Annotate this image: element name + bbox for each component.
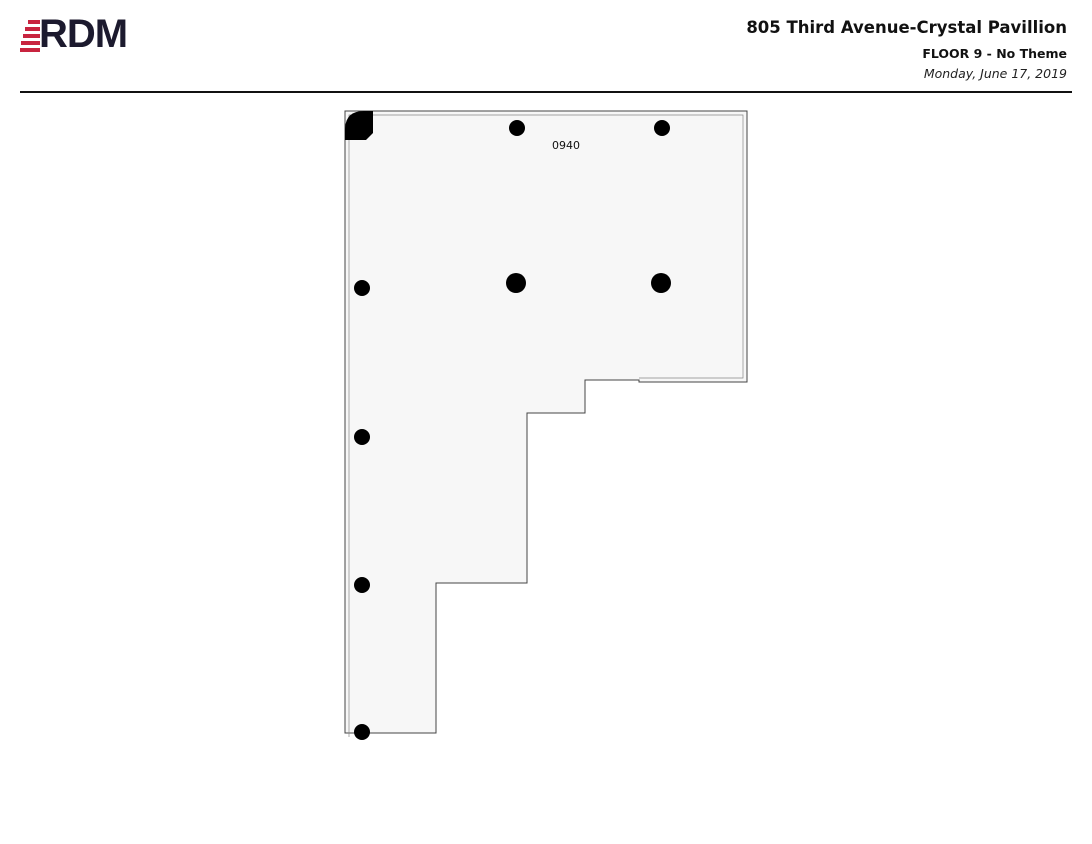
column bbox=[506, 273, 526, 293]
logo-text: RDM bbox=[39, 12, 128, 56]
columns bbox=[354, 120, 671, 740]
header-divider bbox=[20, 91, 1072, 93]
column bbox=[354, 280, 370, 296]
column bbox=[651, 273, 671, 293]
building-title: 805 Third Avenue-Crystal Pavillion bbox=[746, 18, 1067, 37]
column bbox=[354, 577, 370, 593]
floor-outline bbox=[344, 110, 748, 734]
column bbox=[354, 429, 370, 445]
report-date: Monday, June 17, 2019 bbox=[923, 66, 1067, 81]
room-label[interactable]: 0940 bbox=[552, 139, 580, 152]
column bbox=[509, 120, 525, 136]
floor-label: FLOOR 9 - No Theme bbox=[922, 46, 1067, 61]
rdm-logo: RDM bbox=[20, 12, 150, 58]
column bbox=[654, 120, 670, 136]
corner-stair-icon bbox=[345, 111, 373, 140]
column bbox=[354, 724, 370, 740]
window-wall-inner bbox=[348, 114, 744, 737]
